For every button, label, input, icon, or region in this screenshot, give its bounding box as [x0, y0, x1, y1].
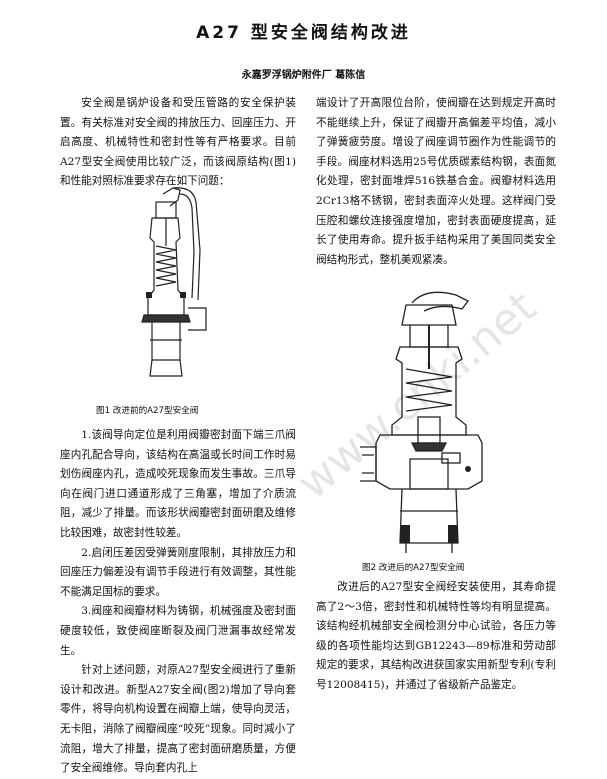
problem-item: 3.阀座和阀瓣材料为铸钢，机械强度及密封面硬度较低，致使阀座断裂及阀门泄漏事故经…	[60, 605, 296, 657]
conclusion-paragraph: 改进后的A27型安全阀经安装使用，其寿命提高了2～3倍，密封性和机械特性等均有明…	[316, 581, 556, 691]
problem-item: 1.该阀导向定位是利用阀瓣密封面下端三爪阀座内孔配合导向，该结构在高温或长时间工…	[60, 429, 296, 539]
intro-paragraph: 安全阀是锅炉设备和受压管路的安全保护装置。有关标准对安全阀的排放压力、回座压力、…	[60, 97, 296, 188]
left-column-top: 安全阀是锅炉设备和受压管路的安全保护装置。有关标准对安全阀的排放压力、回座压力、…	[60, 94, 296, 192]
right-column-top: 端设计了开高限位台阶，使阀瓣在达到规定开高时不能继续上升，保证了阀瓣开高偏差平均…	[316, 94, 556, 270]
article-title: A27 型安全阀结构改进	[196, 23, 411, 43]
figure-2-caption: 图2 改进后的A27型安全阀	[362, 563, 465, 573]
author-line: 永嘉罗浮锅炉附件厂 葛陈信	[241, 70, 366, 81]
figure-1-caption: 图1 改进前的A27型安全阀	[96, 406, 199, 416]
improvement-continued-paragraph: 端设计了开高限位台阶，使阀瓣在达到规定开高时不能继续上升，保证了阀瓣开高偏差平均…	[316, 97, 556, 266]
figure-2-drawing	[360, 291, 483, 553]
left-column-bottom: 1.该阀导向定位是利用阀瓣密封面下端三爪阀座内孔配合导向，该结构在高温或长时间工…	[60, 426, 296, 779]
right-column-bottom: 改进后的A27型安全阀经安装使用，其寿命提高了2～3倍，密封性和机械特性等均有明…	[316, 578, 556, 696]
problem-item: 2.启闭压差因受弹簧刚度限制，其排放压力和回座压力偏差没有调节手段进行有效调整，…	[60, 546, 296, 598]
figure-1-drawing	[141, 187, 207, 377]
improvement-paragraph: 针对上述问题，对原A27型安全阀进行了重新设计和改进。新型A27安全阀(图2)增…	[60, 664, 296, 775]
